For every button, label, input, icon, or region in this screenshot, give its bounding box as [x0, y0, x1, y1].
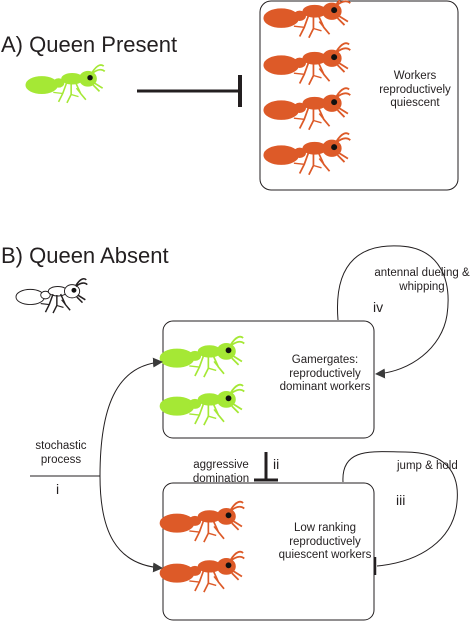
antennal-dueling-label: antennal dueling & whipping: [374, 267, 470, 293]
loop-jump-hold: [342, 451, 458, 575]
low-ranking-box: [162, 482, 375, 621]
arrow-to-gamergates: [99, 357, 163, 477]
gamergates-box: [162, 320, 375, 439]
workers-box-a: [259, 0, 459, 191]
panel-a-title: A) Queen Present: [1, 32, 178, 57]
outline-ant-icon: [15, 278, 89, 314]
worker-ant-icon: [263, 0, 352, 39]
gamergate-ant-icon: [159, 383, 246, 427]
jump-hold-label: jump & hold: [397, 460, 458, 472]
panel-b-title: B) Queen Absent: [1, 243, 169, 268]
gamergates-label: Gamergates: reproductively dominant work…: [279, 354, 371, 394]
worker-ant-icon: [263, 132, 352, 176]
worker-ant-icon: [159, 500, 246, 544]
numeral-i: i: [56, 481, 60, 497]
low-ranking-label: Low ranking reproductively quiescent wor…: [278, 522, 372, 562]
queen-ant-icon: [25, 64, 106, 104]
inhibition-line-b: [254, 452, 278, 482]
numeral-ii: ii: [273, 456, 280, 472]
stochastic-process-label: stochastic process: [35, 440, 87, 466]
workers-quiescent-label: Workers reproductively quiescent: [379, 70, 451, 110]
worker-ant-icon: [263, 87, 352, 131]
worker-ant-icon: [159, 550, 246, 594]
numeral-iv: iv: [373, 299, 384, 315]
aggressive-domination-label: aggressive domination: [192, 459, 250, 485]
loop-antennal: [337, 245, 449, 379]
numeral-iii: iii: [396, 492, 406, 508]
arrow-to-low-ranking: [99, 475, 163, 573]
inhibition-line-a: [137, 75, 242, 107]
worker-ant-icon: [263, 42, 352, 86]
gamergate-ant-icon: [159, 335, 246, 379]
